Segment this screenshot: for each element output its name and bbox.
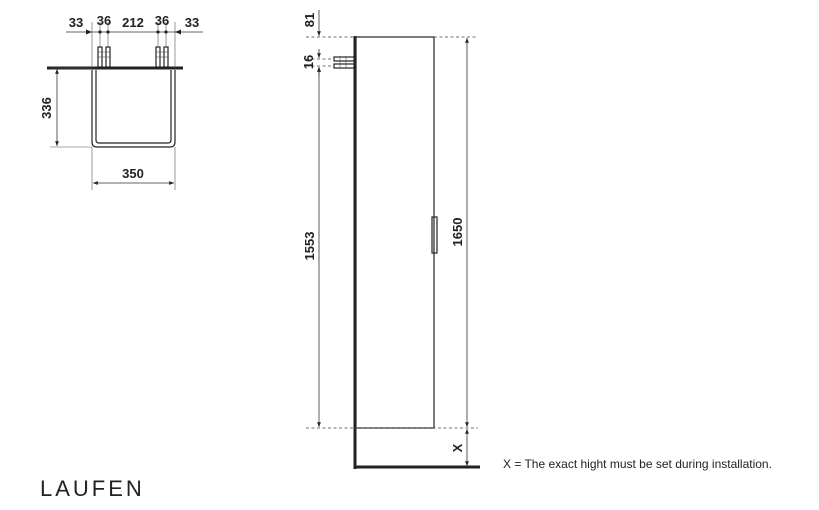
side-view-handle <box>431 216 438 254</box>
dim-label-36-right: 36 <box>155 13 169 28</box>
side-view: 81 16 1553 1650 X <box>301 10 480 469</box>
dim-label-212: 212 <box>122 15 144 30</box>
brand-logo: LAUFEN <box>40 476 145 501</box>
total-height-label: 1650 <box>450 218 465 247</box>
top-view-cabinet-outline <box>91 70 176 148</box>
hook-size-label: 16 <box>301 55 316 69</box>
top-offset-label: 81 <box>302 13 317 27</box>
depth-label: 336 <box>39 97 54 119</box>
top-view-hooks <box>97 46 169 68</box>
side-view-hook <box>333 56 355 69</box>
width-label: 350 <box>122 166 144 181</box>
floor-gap-label: X <box>450 443 465 452</box>
installation-note: X = The exact hight must be set during i… <box>503 457 772 471</box>
top-view-cabinet-inner <box>95 70 172 144</box>
dim-label-33-right: 33 <box>185 15 199 30</box>
side-view-cabinet <box>355 36 435 429</box>
dim-label-33-left: 33 <box>69 15 83 30</box>
dim-label-36-left: 36 <box>97 13 111 28</box>
body-height-label: 1553 <box>302 232 317 261</box>
top-view: 33 36 212 36 33 336 350 <box>39 13 203 190</box>
